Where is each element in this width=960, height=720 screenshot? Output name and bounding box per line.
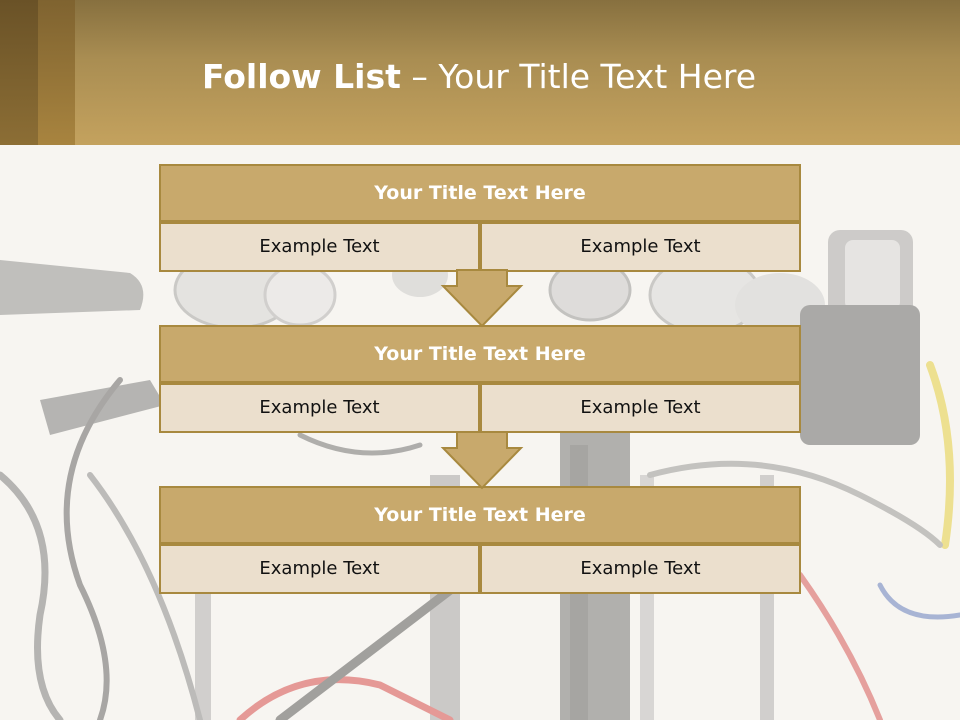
header-accent-strip	[0, 0, 38, 145]
down-arrow-icon	[440, 431, 524, 490]
block-title: Your Title Text Here	[159, 486, 801, 544]
slide-title-bold: Follow List	[202, 57, 401, 96]
block-cell-left: Example Text	[159, 222, 480, 272]
block-cell-right: Example Text	[480, 222, 801, 272]
block-cell-right: Example Text	[480, 383, 801, 433]
block-cell-left: Example Text	[159, 383, 480, 433]
slide-title: Follow List – Your Title Text Here	[202, 54, 756, 100]
block-cell-right: Example Text	[480, 544, 801, 594]
down-arrow-icon	[440, 269, 524, 328]
block-title: Your Title Text Here	[159, 164, 801, 222]
slide-title-rest: – Your Title Text Here	[400, 57, 757, 96]
slide-header: Follow List – Your Title Text Here	[0, 0, 960, 145]
block-title: Your Title Text Here	[159, 325, 801, 383]
block-cell-left: Example Text	[159, 544, 480, 594]
header-accent-strip	[38, 0, 75, 145]
